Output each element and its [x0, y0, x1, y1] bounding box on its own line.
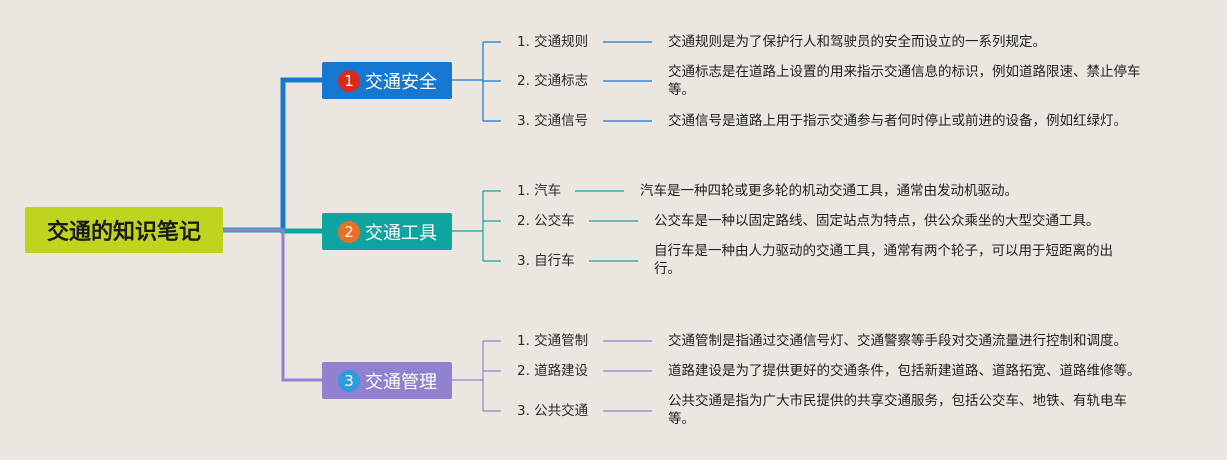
note-line: 公交车是一种以固定路线、固定站点为特点，供公众乘坐的大型交通工具。	[654, 213, 1100, 229]
topic-note: 交通标志是在道路上设置的用来指示交通信息的标识，例如道路限速、禁止停车等。	[668, 63, 1158, 99]
note-line: 等。	[668, 411, 695, 427]
branch-number-badge: 3	[338, 369, 360, 392]
root-node[interactable]: 交通的知识笔记	[25, 207, 223, 253]
note-line: 公共交通是指为广大市民提供的共享交通服务，包括公交车、地铁、有轨电车	[668, 393, 1127, 409]
note-line: 道路建设是为了提供更好的交通条件，包括新建道路、道路拓宽、道路维修等。	[668, 363, 1141, 379]
topic-item[interactable]: 1. 交通规则	[517, 34, 589, 50]
topic-item[interactable]: 3. 公共交通	[517, 403, 589, 419]
topic-note: 自行车是一种由人力驱动的交通工具，通常有两个轮子，可以用于短距离的出行。	[654, 242, 1144, 278]
topic-item[interactable]: 2. 交通标志	[517, 73, 589, 89]
note-line: 行。	[654, 261, 681, 277]
root-to-branch-link	[223, 77, 322, 233]
note-line: 交通信号是道路上用于指示交通参与者何时停止或前进的设备，例如红绿灯。	[668, 113, 1127, 129]
topic-item[interactable]: 3. 交通信号	[517, 113, 589, 129]
branch-number-badge: 2	[338, 220, 360, 243]
branch-number-badge: 1	[338, 69, 360, 92]
note-line: 交通规则是为了保护行人和驾驶员的安全而设立的一系列规定。	[668, 34, 1046, 50]
note-line: 等。	[668, 82, 695, 98]
topic-note: 道路建设是为了提供更好的交通条件，包括新建道路、道路拓宽、道路维修等。	[668, 362, 1158, 380]
branch-label: 交通工具	[365, 222, 437, 244]
topic-item[interactable]: 2. 道路建设	[517, 363, 589, 379]
note-line: 汽车是一种四轮或更多轮的机动交通工具，通常由发动机驱动。	[640, 183, 1018, 199]
note-line: 交通标志是在道路上设置的用来指示交通信息的标识，例如道路限速、禁止停车	[668, 64, 1141, 80]
topic-item[interactable]: 1. 交通管制	[517, 333, 589, 349]
topic-note: 交通信号是道路上用于指示交通参与者何时停止或前进的设备，例如红绿灯。	[668, 112, 1158, 130]
branch-label: 交通管理	[365, 371, 437, 393]
topic-note: 公交车是一种以固定路线、固定站点为特点，供公众乘坐的大型交通工具。	[654, 212, 1144, 230]
note-line: 自行车是一种由人力驱动的交通工具，通常有两个轮子，可以用于短距离的出	[654, 243, 1113, 259]
note-line: 交通管制是指通过交通信号灯、交通警察等手段对交通流量进行控制和调度。	[668, 333, 1127, 349]
topic-item[interactable]: 3. 自行车	[517, 253, 575, 269]
topic-note: 公共交通是指为广大市民提供的共享交通服务，包括公交车、地铁、有轨电车等。	[668, 392, 1158, 428]
topic-note: 汽车是一种四轮或更多轮的机动交通工具，通常由发动机驱动。	[640, 182, 1130, 200]
branch-label: 交通安全	[365, 71, 437, 93]
topic-item[interactable]: 1. 汽车	[517, 183, 562, 199]
topic-note: 交通规则是为了保护行人和驾驶员的安全而设立的一系列规定。	[668, 33, 1158, 51]
topic-item[interactable]: 2. 公交车	[517, 213, 575, 229]
topic-note: 交通管制是指通过交通信号灯、交通警察等手段对交通流量进行控制和调度。	[668, 332, 1158, 350]
root-to-branch-link	[223, 228, 322, 382]
